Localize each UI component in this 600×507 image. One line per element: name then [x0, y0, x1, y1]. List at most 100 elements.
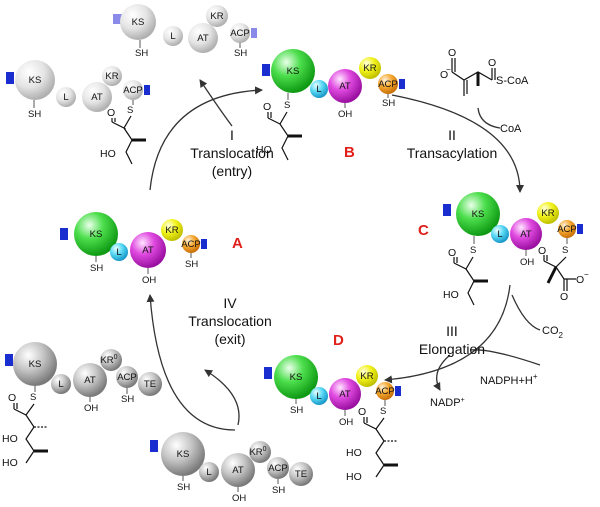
domain-l	[51, 374, 71, 394]
domain-ks	[74, 212, 118, 256]
domain-at	[221, 453, 255, 487]
arrow-exit-out	[204, 369, 240, 426]
domain-at	[510, 218, 542, 250]
methylmalonyl-charge: −	[446, 65, 451, 74]
tether-icon	[443, 204, 451, 216]
svg-text:OH: OH	[232, 493, 246, 504]
domain-l	[491, 225, 509, 243]
state-label-d: D	[333, 332, 344, 349]
step-4-label: IV Translocation (exit)	[188, 295, 272, 347]
state-label-b: B	[344, 144, 355, 161]
domain-at	[82, 82, 112, 112]
domain-l	[310, 80, 328, 98]
svg-text:L: L	[316, 391, 321, 402]
svg-text:L: L	[170, 31, 175, 42]
chem-co2: CO2	[542, 325, 564, 340]
svg-text:KS: KS	[290, 372, 303, 383]
domain-acp	[123, 80, 143, 100]
module-incoming-light: KS L AT KR ACP SH SH	[113, 4, 257, 59]
step-1-label: I Translocation (entry)	[190, 127, 274, 179]
domain-acp	[182, 235, 200, 253]
module-released-grey: KS L AT KR0 ACP TE SH OH SH	[150, 432, 313, 504]
domain-acp	[230, 23, 250, 43]
domain-at	[130, 232, 166, 268]
svg-text:NADP+: NADP+	[430, 397, 465, 409]
domain-at	[188, 23, 218, 53]
svg-text:I: I	[230, 127, 234, 143]
svg-text:SH: SH	[290, 405, 303, 416]
arrow-step-1	[149, 86, 263, 191]
svg-text:KR: KR	[105, 71, 118, 82]
svg-text:O: O	[576, 274, 584, 286]
svg-text:KR: KR	[210, 11, 223, 22]
svg-text:ACP: ACP	[378, 79, 398, 90]
svg-text:ACP: ACP	[181, 239, 201, 250]
chem-coa-released: CoA	[500, 123, 522, 135]
svg-text:Elongation: Elongation	[419, 341, 485, 357]
domain-kr	[537, 202, 559, 224]
svg-text:OH: OH	[339, 417, 353, 428]
tether-icon	[150, 440, 158, 452]
domain-kr	[359, 57, 381, 79]
svg-text:S: S	[284, 100, 290, 111]
domain-ks	[161, 432, 205, 476]
svg-text:III: III	[446, 323, 458, 339]
svg-text:SH: SH	[121, 394, 134, 405]
arrow-entry-in	[199, 79, 233, 127]
domain-ks	[120, 4, 156, 40]
svg-text:KS: KS	[29, 75, 42, 86]
svg-text:O: O	[560, 291, 568, 303]
svg-text:AT: AT	[91, 92, 103, 103]
svg-text:AT: AT	[339, 389, 351, 400]
domain-kr0	[249, 441, 271, 463]
svg-text:L: L	[316, 84, 321, 95]
methylmalonyl-coa-structure	[451, 58, 496, 96]
module-state-b: KS L AT KR ACP OH SH S O HO	[256, 49, 405, 161]
arrow-step-2	[391, 94, 524, 193]
domain-ks	[15, 60, 55, 100]
svg-text:O: O	[8, 392, 16, 404]
svg-text:KS: KS	[287, 66, 300, 77]
svg-text:KS: KS	[90, 229, 103, 240]
svg-text:ACP: ACP	[123, 85, 143, 96]
svg-text:O: O	[358, 406, 366, 418]
svg-text:L: L	[206, 467, 211, 478]
domain-kr	[161, 219, 183, 241]
svg-text:AT: AT	[142, 245, 154, 256]
svg-text:CoA: CoA	[500, 123, 522, 135]
svg-text:(exit): (exit)	[214, 331, 245, 347]
domain-l	[310, 387, 328, 405]
state-label-a: A	[232, 235, 243, 252]
domain-acp	[376, 382, 394, 400]
svg-text:O: O	[107, 107, 115, 119]
domain-te	[138, 372, 162, 396]
svg-text:O: O	[448, 247, 456, 259]
module-state-a: KS L AT KR ACP SH OH SH	[60, 212, 207, 286]
domain-ks	[274, 355, 318, 399]
svg-text:HO: HO	[346, 447, 362, 459]
svg-text:HO: HO	[100, 148, 116, 160]
domain-l	[163, 26, 183, 46]
methylmalonyl-s-coa: S-CoA	[496, 75, 529, 87]
cycle-arrows	[146, 79, 541, 431]
svg-text:KS: KS	[132, 17, 145, 28]
module-exit-grey: KS L AT KR0 ACP TE OH SH S O HO HO	[2, 342, 162, 469]
svg-text:S: S	[30, 392, 36, 403]
svg-text:HO: HO	[2, 433, 18, 445]
svg-text:SH: SH	[135, 48, 148, 59]
svg-text:ACP: ACP	[557, 224, 577, 235]
svg-text:KR: KR	[363, 63, 376, 74]
svg-text:L: L	[58, 379, 63, 390]
svg-text:HO: HO	[2, 457, 18, 469]
domain-ks	[271, 49, 315, 93]
svg-text:OH: OH	[142, 275, 156, 286]
step-2-label: II Transacylation	[407, 127, 498, 161]
svg-text:CO2: CO2	[542, 325, 564, 340]
svg-text:KR0: KR0	[249, 446, 266, 458]
svg-text:L: L	[497, 229, 502, 240]
tether-icon	[262, 64, 270, 76]
svg-text:SH: SH	[272, 485, 285, 496]
svg-text:S: S	[127, 105, 133, 116]
svg-text:AT: AT	[232, 465, 244, 476]
